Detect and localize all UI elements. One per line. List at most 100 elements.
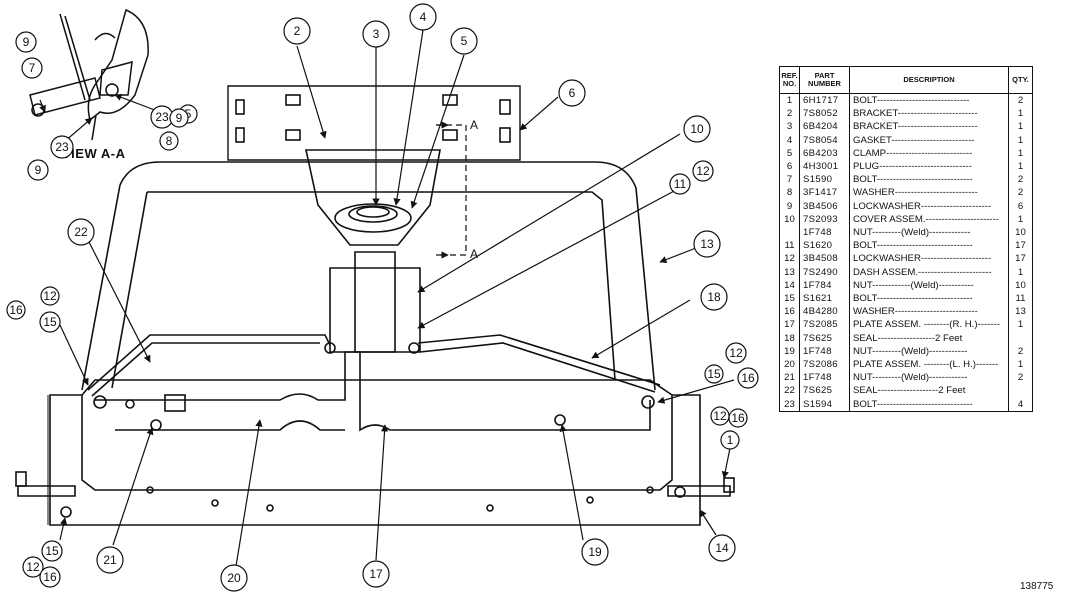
callout-number: 1	[727, 433, 734, 447]
callout-circle	[704, 364, 724, 384]
callout-number: 12	[696, 164, 710, 178]
description-cell: LOCKWASHER----------------------	[849, 252, 1009, 266]
callout-c23b: 23	[50, 135, 74, 159]
ref-cell: 13	[779, 265, 800, 279]
callout-c16c: 16	[737, 367, 759, 389]
callout-c12c: 12	[725, 342, 747, 364]
ref-cell: 15	[779, 292, 800, 306]
description-cell: WASHER--------------------------	[849, 186, 1009, 200]
qty-cell: 11	[1008, 292, 1033, 306]
qty-cell: 10	[1008, 278, 1033, 293]
callout-number: 6	[569, 86, 576, 100]
description-cell: BOLT------------------------------	[849, 239, 1009, 253]
part-number-cell: 3B4508	[799, 252, 850, 266]
callout-number: 12	[729, 346, 743, 360]
callout-number: 15	[43, 315, 57, 329]
callout-number: 2	[294, 24, 301, 38]
header-ref-no: REF. NO.	[779, 66, 800, 94]
callout-c12a: 12	[692, 160, 714, 182]
qty-cell: 4	[1008, 397, 1033, 412]
callout-circle	[692, 160, 714, 182]
callout-circle	[283, 17, 311, 45]
section-letters: A A	[470, 118, 478, 261]
callout-number: 13	[700, 237, 714, 251]
part-number-cell: S1594	[799, 397, 850, 412]
callout-c1: 1	[720, 430, 740, 450]
ref-cell: 14	[779, 278, 800, 293]
callout-number: 9	[35, 163, 42, 177]
part-number-cell: 3B4506	[799, 199, 850, 213]
callout-c6: 6	[558, 79, 586, 107]
header-qty: QTY.	[1008, 66, 1033, 94]
callout-circle	[41, 540, 63, 562]
part-number-cell: 7S625	[799, 384, 850, 398]
ref-cell: 20	[779, 358, 800, 372]
callout-c9c: 9	[27, 159, 49, 181]
part-number-cell: 7S2490	[799, 265, 850, 279]
callout-number: 23	[155, 110, 169, 124]
callout-circle	[159, 131, 179, 151]
callout-circle	[669, 173, 691, 195]
callout-c10: 10	[683, 115, 711, 143]
qty-cell: 1	[1008, 160, 1033, 174]
part-number-cell: 7S2093	[799, 212, 850, 227]
callout-number: 4	[420, 10, 427, 24]
part-number-cell: 7S625	[799, 331, 850, 345]
description-cell: BOLT------------------------------	[849, 292, 1009, 306]
qty-cell: 13	[1008, 305, 1033, 319]
ref-cell: 5	[779, 146, 800, 161]
description-cell: WASHER--------------------------	[849, 305, 1009, 319]
callout-number: 12	[26, 560, 40, 574]
callout-number: 11	[674, 177, 687, 191]
callout-number: 16	[9, 303, 23, 317]
ref-cell: 3	[779, 120, 800, 134]
description-cell: CLAMP---------------------------	[849, 146, 1009, 161]
ref-cell: 12	[779, 252, 800, 266]
part-number-cell: 7S8054	[799, 133, 850, 147]
callout-c11: 11	[669, 173, 691, 195]
callout-circle	[15, 31, 37, 53]
callout-number: 18	[707, 290, 721, 304]
ref-cell: 6	[779, 160, 800, 174]
callout-number: 12	[713, 409, 727, 423]
description-cell: PLUG-----------------------------	[849, 160, 1009, 174]
callout-circle	[6, 300, 26, 320]
callout-circle	[708, 534, 736, 562]
callout-number: 16	[731, 411, 745, 425]
callout-c14: 14	[708, 534, 736, 562]
callout-number: 16	[43, 570, 57, 584]
callout-number: 20	[227, 571, 241, 585]
description-cell: GASKET--------------------------	[849, 133, 1009, 147]
callout-circle	[39, 566, 61, 588]
callout-number: 8	[166, 134, 173, 148]
cabinet-detail-lines	[47, 395, 701, 525]
callout-number: 7	[29, 61, 36, 75]
callout-circle	[409, 3, 437, 31]
qty-cell: 1	[1008, 133, 1033, 147]
qty-cell: 1	[1008, 318, 1033, 332]
callout-circle	[27, 159, 49, 181]
callout-circle	[362, 20, 390, 48]
description-cell: PLATE ASSEM. --------(R. H.)-------	[849, 318, 1009, 332]
description-cell: LOCKWASHER----------------------	[849, 199, 1009, 213]
section-letter-bottom: A	[470, 247, 478, 261]
callout-number: 16	[741, 371, 755, 385]
description-cell: SEAL-------------------2 Feet	[849, 384, 1009, 398]
header-part-number: PART NUMBER	[799, 66, 850, 94]
callout-c22: 22	[67, 218, 95, 246]
callout-number: 19	[588, 545, 602, 559]
callout-c15c: 15	[41, 540, 63, 562]
ref-cell: 1	[779, 93, 800, 108]
